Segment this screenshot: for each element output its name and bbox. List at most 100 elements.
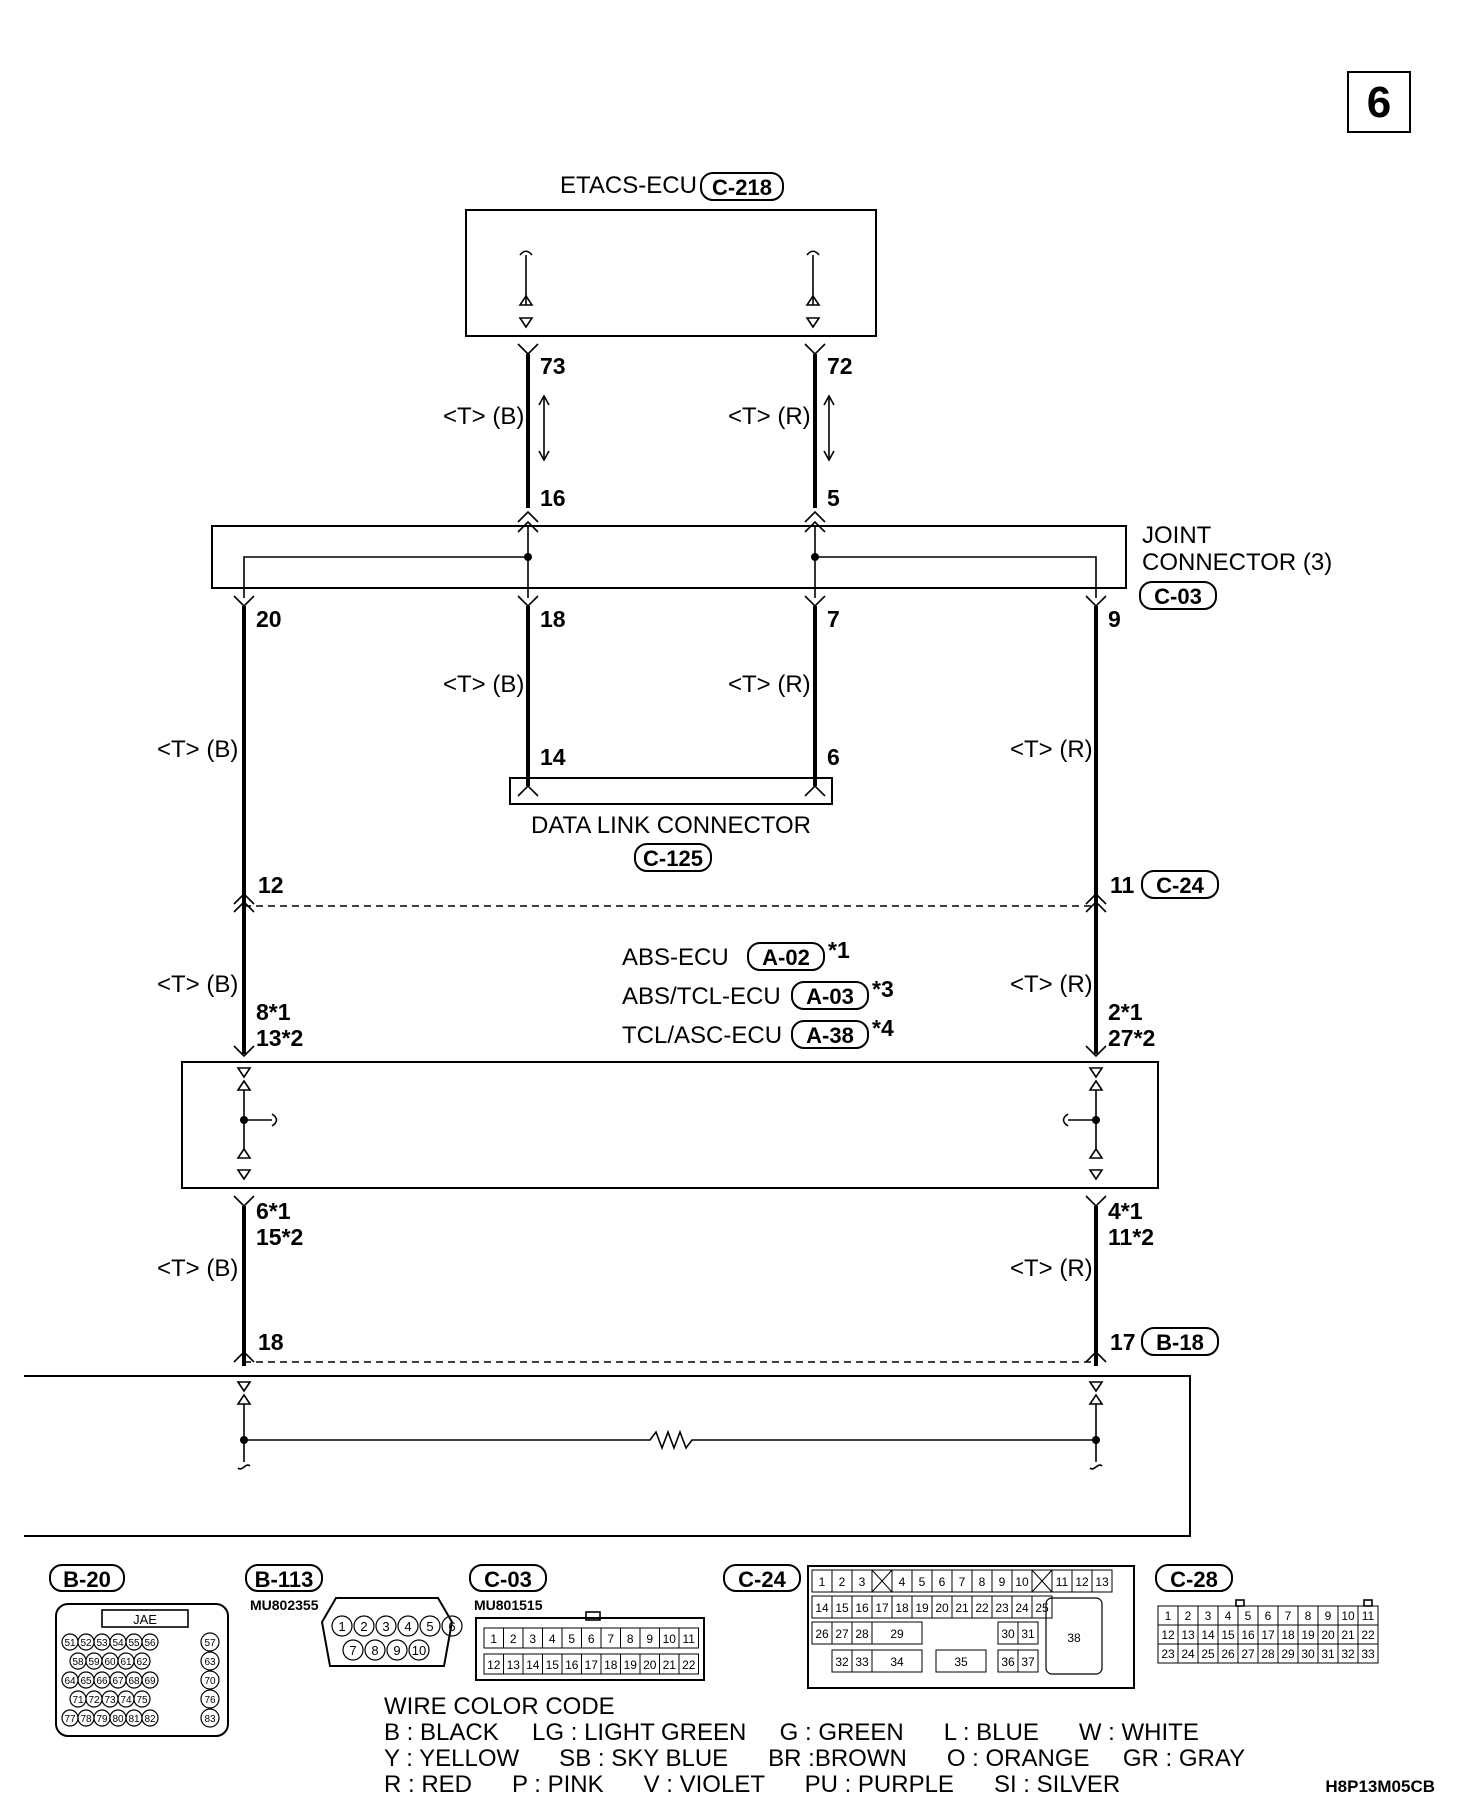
pin-number: 20 [935, 1601, 949, 1615]
pin-cell [1031, 1595, 1053, 1619]
page-number-box [1347, 71, 1411, 133]
pin-number: 77 [64, 1714, 76, 1725]
pin-14: 14 [540, 744, 566, 770]
dlc-connector-badge [634, 843, 712, 872]
wire-label-dlc-left: <T> (B) [443, 671, 524, 698]
pin-cell [871, 1649, 923, 1673]
pin-number: 4 [899, 1575, 906, 1589]
pin-number: 5 [1245, 1609, 1252, 1623]
pin-number: 3 [1205, 1609, 1212, 1623]
pin-8: 8*1 [256, 999, 291, 1025]
pin-circle [364, 1639, 386, 1661]
pin-cell [678, 1627, 699, 1649]
pin-cell [1017, 1621, 1039, 1645]
pin-number: 25 [1201, 1647, 1215, 1661]
pin-number: 70 [204, 1676, 216, 1687]
joint-connector-label-1: JOINT [1142, 522, 1212, 549]
abs-star-1: *1 [828, 937, 850, 963]
pin-4: 4*1 [1108, 1198, 1143, 1224]
etacs-terminal-left [518, 250, 534, 329]
pin-number: 31 [1021, 1627, 1035, 1641]
pin-number: 30 [1301, 1647, 1315, 1661]
pin-number: 8 [979, 1575, 986, 1589]
pin-number: 32 [1341, 1647, 1355, 1661]
abs-connector-badge-1 [747, 942, 825, 971]
etacs-terminal-right [805, 250, 821, 329]
pin-number: 52 [80, 1638, 92, 1649]
abs-connector-id-1: A-02 [762, 945, 810, 970]
pin-cell [871, 1621, 923, 1645]
pin-number: 73 [104, 1695, 116, 1706]
pin-number: 7 [607, 1632, 614, 1646]
pin-number: 72 [88, 1695, 100, 1706]
joint-connector-badge [1139, 581, 1217, 610]
pin-number: 27 [1241, 1647, 1255, 1661]
pin-number: 9 [646, 1632, 653, 1646]
pin-number: 56 [144, 1638, 156, 1649]
pin-number: 69 [144, 1676, 156, 1687]
pin-15: 15*2 [256, 1224, 303, 1250]
pin-number: 29 [1281, 1647, 1295, 1661]
pin-number: 24 [1181, 1647, 1195, 1661]
pin-number: 80 [112, 1714, 124, 1725]
b20-jae: JAE [133, 1612, 157, 1627]
pin-circle [408, 1639, 430, 1661]
pin-number: 21 [1341, 1628, 1355, 1642]
pin-number: 61 [120, 1657, 132, 1668]
pin-18-b18: 18 [258, 1329, 284, 1355]
lower-terminal-right [1088, 1381, 1104, 1470]
pin-number: 67 [112, 1676, 124, 1687]
pin-number: 5 [919, 1575, 926, 1589]
pin-number: 16 [565, 1658, 579, 1672]
pin-circle [342, 1639, 364, 1661]
pin-number: 3 [859, 1575, 866, 1589]
pin-number: 1 [338, 1619, 345, 1634]
pin-number: 2 [1185, 1609, 1192, 1623]
etacs-ecu-box [465, 209, 877, 337]
pin-number: 2 [839, 1575, 846, 1589]
pin-number: 35 [954, 1655, 968, 1669]
b18-connector-id: B-18 [1156, 1330, 1204, 1355]
joint-connector-id: C-03 [1154, 584, 1202, 609]
pin-number: 31 [1321, 1647, 1335, 1661]
pin-number: 25 [1035, 1601, 1049, 1615]
pin-72: 72 [827, 353, 853, 379]
wire-label-right-3: <T> (R) [1010, 971, 1093, 998]
joint-internal-bus [243, 510, 1097, 598]
pin-5: 5 [827, 485, 840, 511]
pin-number: 18 [604, 1658, 618, 1672]
pin-number: 10 [412, 1643, 426, 1658]
pin-number: 23 [1161, 1647, 1175, 1661]
pin-number: 54 [112, 1638, 124, 1649]
etacs-connector-id: C-218 [712, 175, 772, 200]
pin-number: 37 [1021, 1655, 1035, 1669]
etacs-pin72-mark [804, 343, 826, 356]
pin-number: 6 [1265, 1609, 1272, 1623]
abs-connector-badge-2 [791, 981, 869, 1010]
pin-number: 75 [136, 1695, 148, 1706]
c28-label: C-28 [1170, 1567, 1218, 1592]
pin-circle [141, 1709, 159, 1727]
pin-number: 14 [815, 1601, 829, 1615]
pin-number: 19 [915, 1601, 929, 1615]
c24-bottom-label: C-24 [738, 1567, 786, 1592]
abs-ecu-label: ABS-ECU [622, 944, 729, 971]
pin-circle [441, 1615, 463, 1637]
pin-number: 14 [526, 1658, 540, 1672]
pin-number: 13 [507, 1658, 521, 1672]
c03-label: C-03 [484, 1567, 532, 1592]
pin-27: 27*2 [1108, 1025, 1155, 1051]
pin-number: 17 [1261, 1628, 1275, 1642]
abs-terminal-left [236, 1067, 278, 1181]
pin-number: 58 [72, 1657, 84, 1668]
pin-number: 74 [120, 1695, 132, 1706]
pin-number: 62 [136, 1657, 148, 1668]
pin-12: 12 [258, 872, 284, 898]
pin-number: 1 [1165, 1609, 1172, 1623]
pin-number: 28 [1261, 1647, 1275, 1661]
wire-color-code-line3: R : RED P : PINK V : VIOLET PU : PURPLE … [384, 1771, 1120, 1798]
pin-number: 15 [835, 1601, 849, 1615]
